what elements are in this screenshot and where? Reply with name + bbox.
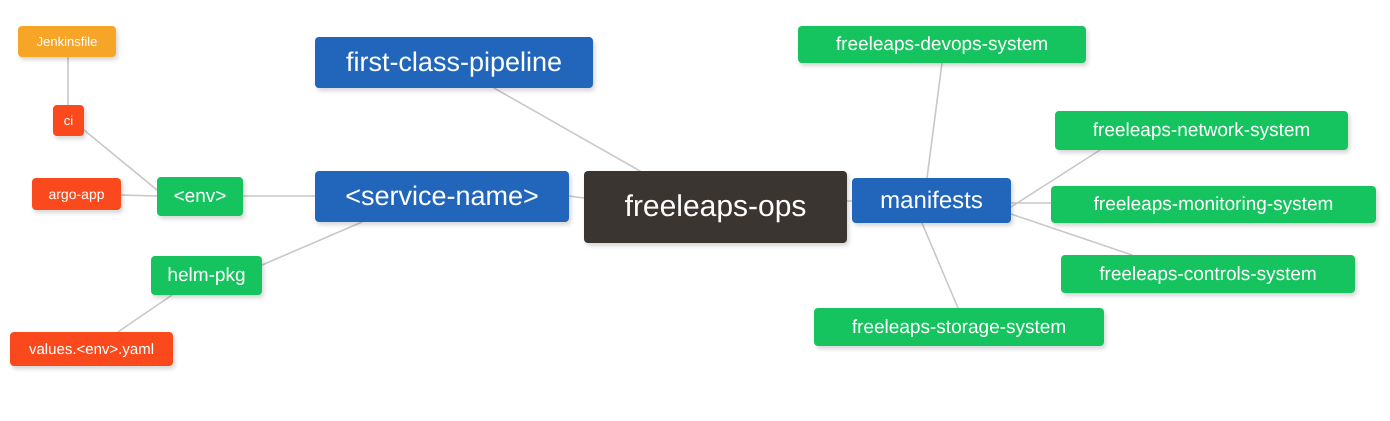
node-label-jenkinsfile: Jenkinsfile bbox=[36, 34, 98, 49]
node-argo-app[interactable]: argo-app bbox=[32, 178, 121, 210]
edge-e-valuesyaml-helmpkg bbox=[117, 294, 173, 333]
edge-e-pipeline-ops bbox=[493, 87, 641, 172]
node-ci[interactable]: ci bbox=[53, 105, 84, 136]
node-label-env: <env> bbox=[173, 186, 227, 207]
node-freeleaps-controls-system[interactable]: freeleaps-controls-system bbox=[1061, 255, 1355, 293]
node-freeleaps-devops-system[interactable]: freeleaps-devops-system bbox=[798, 26, 1086, 63]
edge-e-argoapp-env bbox=[120, 194, 158, 197]
node-values-yaml[interactable]: values.<env>.yaml bbox=[10, 332, 173, 366]
node-service-name[interactable]: <service-name> bbox=[315, 171, 569, 222]
edge-e-helmpkg-servicename bbox=[261, 221, 363, 266]
node-jenkinsfile[interactable]: Jenkinsfile bbox=[18, 26, 116, 57]
edge-e-manifests-devops bbox=[926, 62, 943, 179]
node-label-freeleaps-ops: freeleaps-ops bbox=[624, 190, 807, 223]
node-label-freeleaps-monitoring-system: freeleaps-monitoring-system bbox=[1093, 194, 1334, 215]
edge-e-servicename-ops bbox=[568, 195, 585, 199]
node-freeleaps-network-system[interactable]: freeleaps-network-system bbox=[1055, 111, 1348, 150]
node-label-manifests: manifests bbox=[880, 186, 983, 214]
node-label-first-class-pipeline: first-class-pipeline bbox=[345, 47, 563, 77]
node-env[interactable]: <env> bbox=[157, 177, 243, 216]
node-freeleaps-storage-system[interactable]: freeleaps-storage-system bbox=[814, 308, 1104, 346]
node-freeleaps-monitoring-system[interactable]: freeleaps-monitoring-system bbox=[1051, 186, 1376, 223]
node-label-ci: ci bbox=[63, 113, 74, 128]
node-label-freeleaps-storage-system: freeleaps-storage-system bbox=[851, 316, 1067, 338]
node-freeleaps-ops[interactable]: freeleaps-ops bbox=[584, 171, 847, 243]
node-helm-pkg[interactable]: helm-pkg bbox=[151, 256, 262, 295]
node-label-freeleaps-devops-system: freeleaps-devops-system bbox=[835, 34, 1049, 55]
node-label-freeleaps-network-system: freeleaps-network-system bbox=[1092, 120, 1311, 141]
edge-e-manifests-storage bbox=[921, 222, 959, 309]
node-label-values-yaml: values.<env>.yaml bbox=[28, 340, 155, 358]
node-label-service-name: <service-name> bbox=[345, 181, 539, 211]
node-label-argo-app: argo-app bbox=[48, 186, 105, 202]
node-label-helm-pkg: helm-pkg bbox=[167, 265, 246, 286]
node-label-freeleaps-controls-system: freeleaps-controls-system bbox=[1099, 263, 1317, 285]
node-first-class-pipeline[interactable]: first-class-pipeline bbox=[315, 37, 593, 88]
node-manifests[interactable]: manifests bbox=[852, 178, 1011, 223]
